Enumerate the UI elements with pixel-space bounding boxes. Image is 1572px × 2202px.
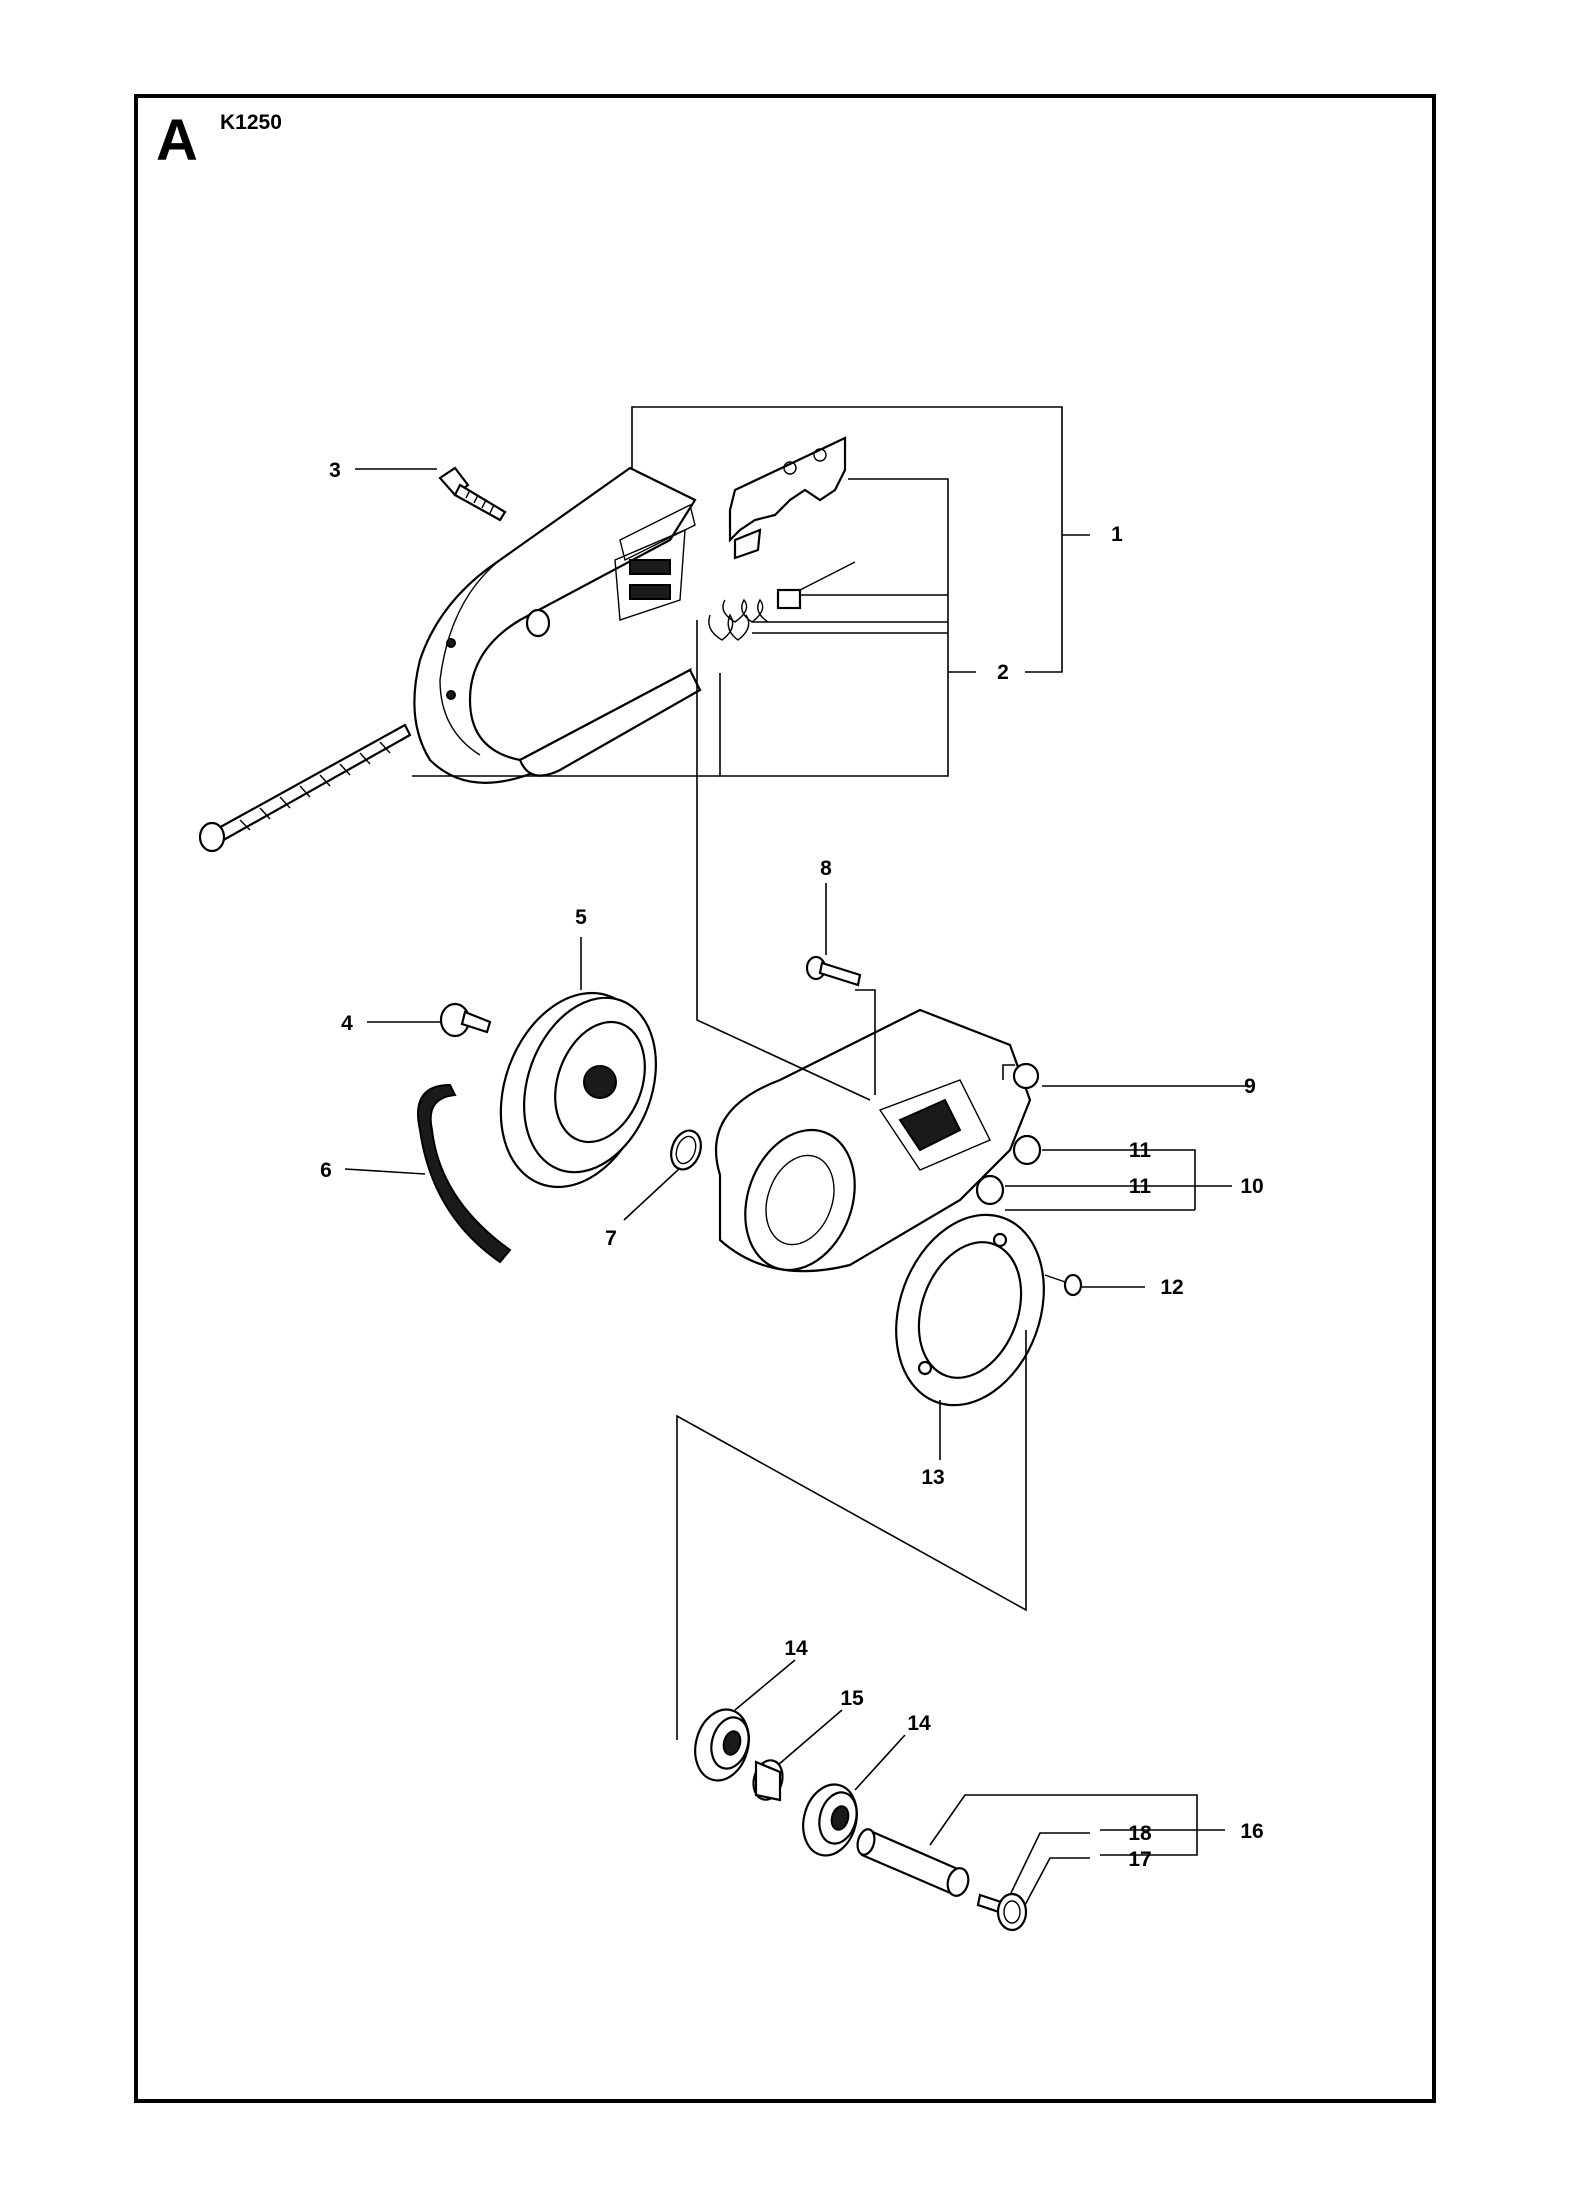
nut-11-lower xyxy=(975,1174,1005,1206)
callout-11-lower: 11 xyxy=(1129,1175,1152,1198)
section-letter: A xyxy=(156,108,198,173)
bolt-3 xyxy=(438,466,507,522)
callout-14-right: 14 xyxy=(907,1712,931,1735)
screw-8 xyxy=(805,955,862,987)
screw-12 xyxy=(1044,1273,1083,1297)
callout-18: 18 xyxy=(1128,1822,1152,1845)
callout-15: 15 xyxy=(840,1687,864,1710)
callout-6: 6 xyxy=(320,1159,332,1182)
tension-bracket xyxy=(728,436,856,610)
bearing-14-left xyxy=(694,1708,750,1782)
long-screw xyxy=(198,723,412,853)
callout-14-left: 14 xyxy=(784,1637,808,1660)
callout-4: 4 xyxy=(341,1012,353,1035)
spring xyxy=(708,598,769,641)
nut-9 xyxy=(1012,1062,1040,1090)
bolt-17-washer-18 xyxy=(976,1892,1028,1932)
cutting-arm xyxy=(715,1008,1032,1273)
belt-guard-cover xyxy=(413,466,702,784)
bolt-4 xyxy=(439,1002,492,1038)
callout-11-upper: 11 xyxy=(1129,1139,1152,1162)
nut-11-upper xyxy=(1012,1134,1042,1166)
callout-1: 1 xyxy=(1111,523,1123,546)
callout-16: 16 xyxy=(1240,1820,1263,1843)
pulley xyxy=(499,991,657,1189)
callout-5: 5 xyxy=(575,906,587,929)
bearing-14-right xyxy=(802,1783,858,1857)
model-code: K1250 xyxy=(220,111,282,134)
leader-lines xyxy=(344,406,1250,1906)
toothed-ring-13 xyxy=(895,1213,1045,1407)
spacer-15 xyxy=(752,1759,784,1802)
callout-2: 2 xyxy=(997,661,1009,684)
drive-belt xyxy=(417,1083,512,1264)
callout-3: 3 xyxy=(329,459,341,482)
callout-12: 12 xyxy=(1160,1276,1183,1299)
callout-7: 7 xyxy=(605,1227,617,1250)
callout-labels: 1 2 3 4 5 6 7 8 9 10 11 11 12 13 14 15 1… xyxy=(320,459,1264,1871)
callout-8: 8 xyxy=(820,857,832,880)
o-ring-7 xyxy=(670,1129,702,1171)
callout-10: 10 xyxy=(1240,1175,1263,1198)
callout-17: 17 xyxy=(1128,1848,1151,1871)
callout-13: 13 xyxy=(921,1466,944,1489)
shaft-16 xyxy=(856,1828,970,1897)
callout-9: 9 xyxy=(1244,1075,1256,1098)
